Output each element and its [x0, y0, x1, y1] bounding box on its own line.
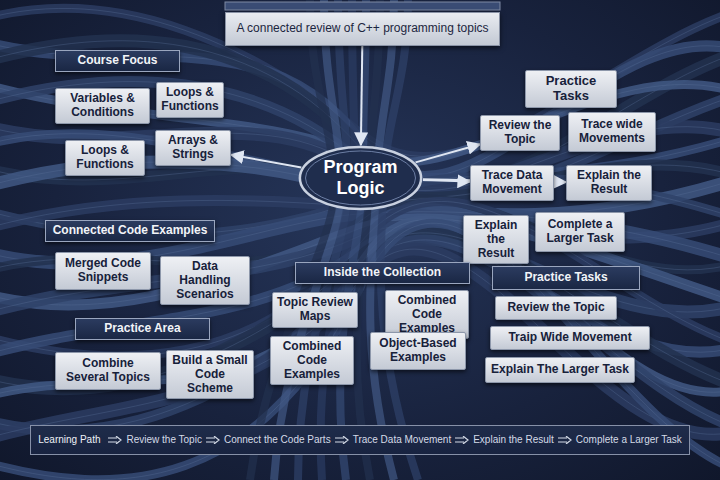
section-header: Course Focus [55, 50, 180, 72]
topic-box: Arrays & Strings [155, 130, 231, 166]
node-text: Traip Wide Movement [508, 331, 631, 345]
node-text: Program Logic [308, 157, 413, 198]
ribbon [274, 0, 342, 480]
topic-box: Loops & Functions [156, 82, 224, 118]
topic-box: Explain The Larger Task [485, 357, 635, 383]
topic-box: Variables & Conditions [55, 88, 150, 124]
node-text: Practice Tasks [530, 74, 612, 104]
node-text: Trace wide Movements [573, 118, 651, 146]
connector-arrow [361, 46, 362, 145]
topic-box: Topic Review Maps [272, 292, 358, 328]
title-banner: A connected review of C++ programming to… [225, 12, 500, 46]
topic-box: Combined Code Examples [270, 336, 354, 385]
topic-box: Build a Small Code Scheme [166, 350, 254, 399]
node-text: Loops & Functions [161, 86, 219, 114]
node-text: Complete a Larger Task [576, 434, 682, 446]
node-text: Complete a Larger Task [540, 218, 620, 246]
topic-box: Data Handling Scenarios [160, 256, 250, 305]
path-arrow [558, 436, 572, 444]
ribbon [381, 0, 418, 480]
node-text: Variables & Conditions [60, 92, 145, 120]
node-text: Review the Topic [507, 301, 604, 315]
node-text: Object-Based Examples [375, 337, 461, 365]
node-text: Practice Tasks [524, 271, 607, 285]
center-oval: Program Logic [298, 145, 423, 211]
path-arrow [108, 436, 122, 444]
topic-box: Review the Topic [480, 115, 560, 151]
topic-box: Traip Wide Movement [490, 326, 650, 350]
path-arrow [206, 436, 220, 444]
node-text: Data Handling Scenarios [165, 260, 245, 301]
topic-box: Complete a Larger Task [535, 212, 625, 252]
node-text: Connect the Code Parts [224, 434, 331, 446]
node-text: Explain The Larger Task [491, 363, 629, 377]
connector-arrow [231, 155, 301, 168]
topic-box: Merged Code Snippets [55, 252, 151, 290]
section-header: Practice Tasks [492, 266, 640, 290]
topic-box: Trace Data Movement [470, 165, 554, 201]
section-header: Practice Area [75, 318, 210, 340]
node-text: Practice Area [104, 322, 180, 336]
section-header: Connected Code Examples [45, 220, 215, 242]
node-text: Combine Several Topics [60, 357, 156, 385]
section-header: Inside the Collection [295, 262, 470, 284]
topic-box: Trace wide Movements [568, 112, 656, 152]
node-text: Connected Code Examples [53, 224, 208, 238]
node-text: Combined Code Examples [275, 340, 349, 381]
node-text: Inside the Collection [324, 266, 441, 280]
node-text: Explain the Result [571, 169, 647, 197]
topic-box: Practice Tasks [525, 70, 617, 108]
node-text: Explain the Result [468, 219, 524, 260]
connector-arrow [416, 144, 480, 162]
path-arrow [455, 436, 469, 444]
topic-box: Object-Based Examples [370, 332, 466, 370]
learning-path-bar: Learning Path Review the Topic Connect the… [30, 425, 690, 455]
node-text: Trace Data Movement [353, 434, 452, 446]
topic-box: Explain the Result [566, 165, 652, 201]
node-text: A connected review of C++ programming to… [236, 22, 488, 36]
node-text: Loops & Functions [70, 144, 140, 172]
node-text: Trace Data Movement [475, 169, 549, 197]
topic-box: Explain the Result [463, 215, 529, 264]
path-arrow [335, 436, 349, 444]
node-text: Topic Review Maps [277, 296, 353, 324]
node-text: Review the Topic [126, 434, 201, 446]
top-strip [225, 2, 500, 10]
topic-box: Review the Topic [495, 296, 617, 320]
node-text: Arrays & Strings [160, 134, 226, 162]
path-heading: Learning Path [38, 434, 100, 446]
node-text: Review the Topic [485, 119, 555, 147]
topic-box: Combine Several Topics [55, 352, 161, 390]
node-text: Merged Code Snippets [60, 257, 146, 285]
node-text: Course Focus [77, 54, 157, 68]
node-text: Combined Code Examples [390, 294, 464, 335]
node-text: Build a Small Code Scheme [171, 354, 249, 395]
node-text: Explain the Result [473, 434, 554, 446]
topic-box: Loops & Functions [65, 140, 145, 176]
